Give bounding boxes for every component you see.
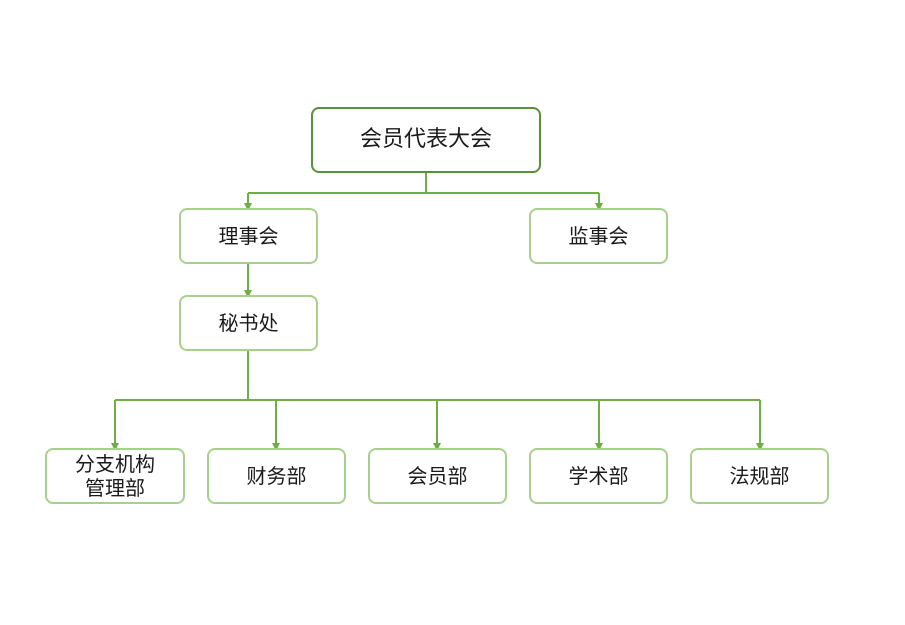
node-council: 理事会 bbox=[179, 208, 318, 264]
node-label: 学术部 bbox=[568, 464, 629, 488]
node-label-line2: 管理部 bbox=[85, 476, 145, 500]
node-label: 财务部 bbox=[246, 464, 307, 488]
node-finance: 财务部 bbox=[207, 448, 346, 504]
node-label: 会员代表大会 bbox=[359, 127, 492, 152]
node-academic: 学术部 bbox=[529, 448, 668, 504]
node-legal: 法规部 bbox=[690, 448, 829, 504]
node-label: 法规部 bbox=[729, 464, 790, 488]
node-secretariat: 秘书处 bbox=[179, 295, 318, 351]
node-label: 理事会 bbox=[218, 224, 279, 248]
node-branch-management: 分支机构 管理部 bbox=[45, 448, 185, 504]
node-supervisory-board: 监事会 bbox=[529, 208, 668, 264]
node-label: 秘书处 bbox=[218, 311, 279, 335]
node-membership: 会员部 bbox=[368, 448, 507, 504]
node-label: 会员部 bbox=[407, 464, 468, 488]
node-label-line1: 分支机构 bbox=[75, 452, 155, 476]
node-general-assembly: 会员代表大会 bbox=[311, 107, 541, 173]
node-label: 监事会 bbox=[568, 224, 629, 248]
